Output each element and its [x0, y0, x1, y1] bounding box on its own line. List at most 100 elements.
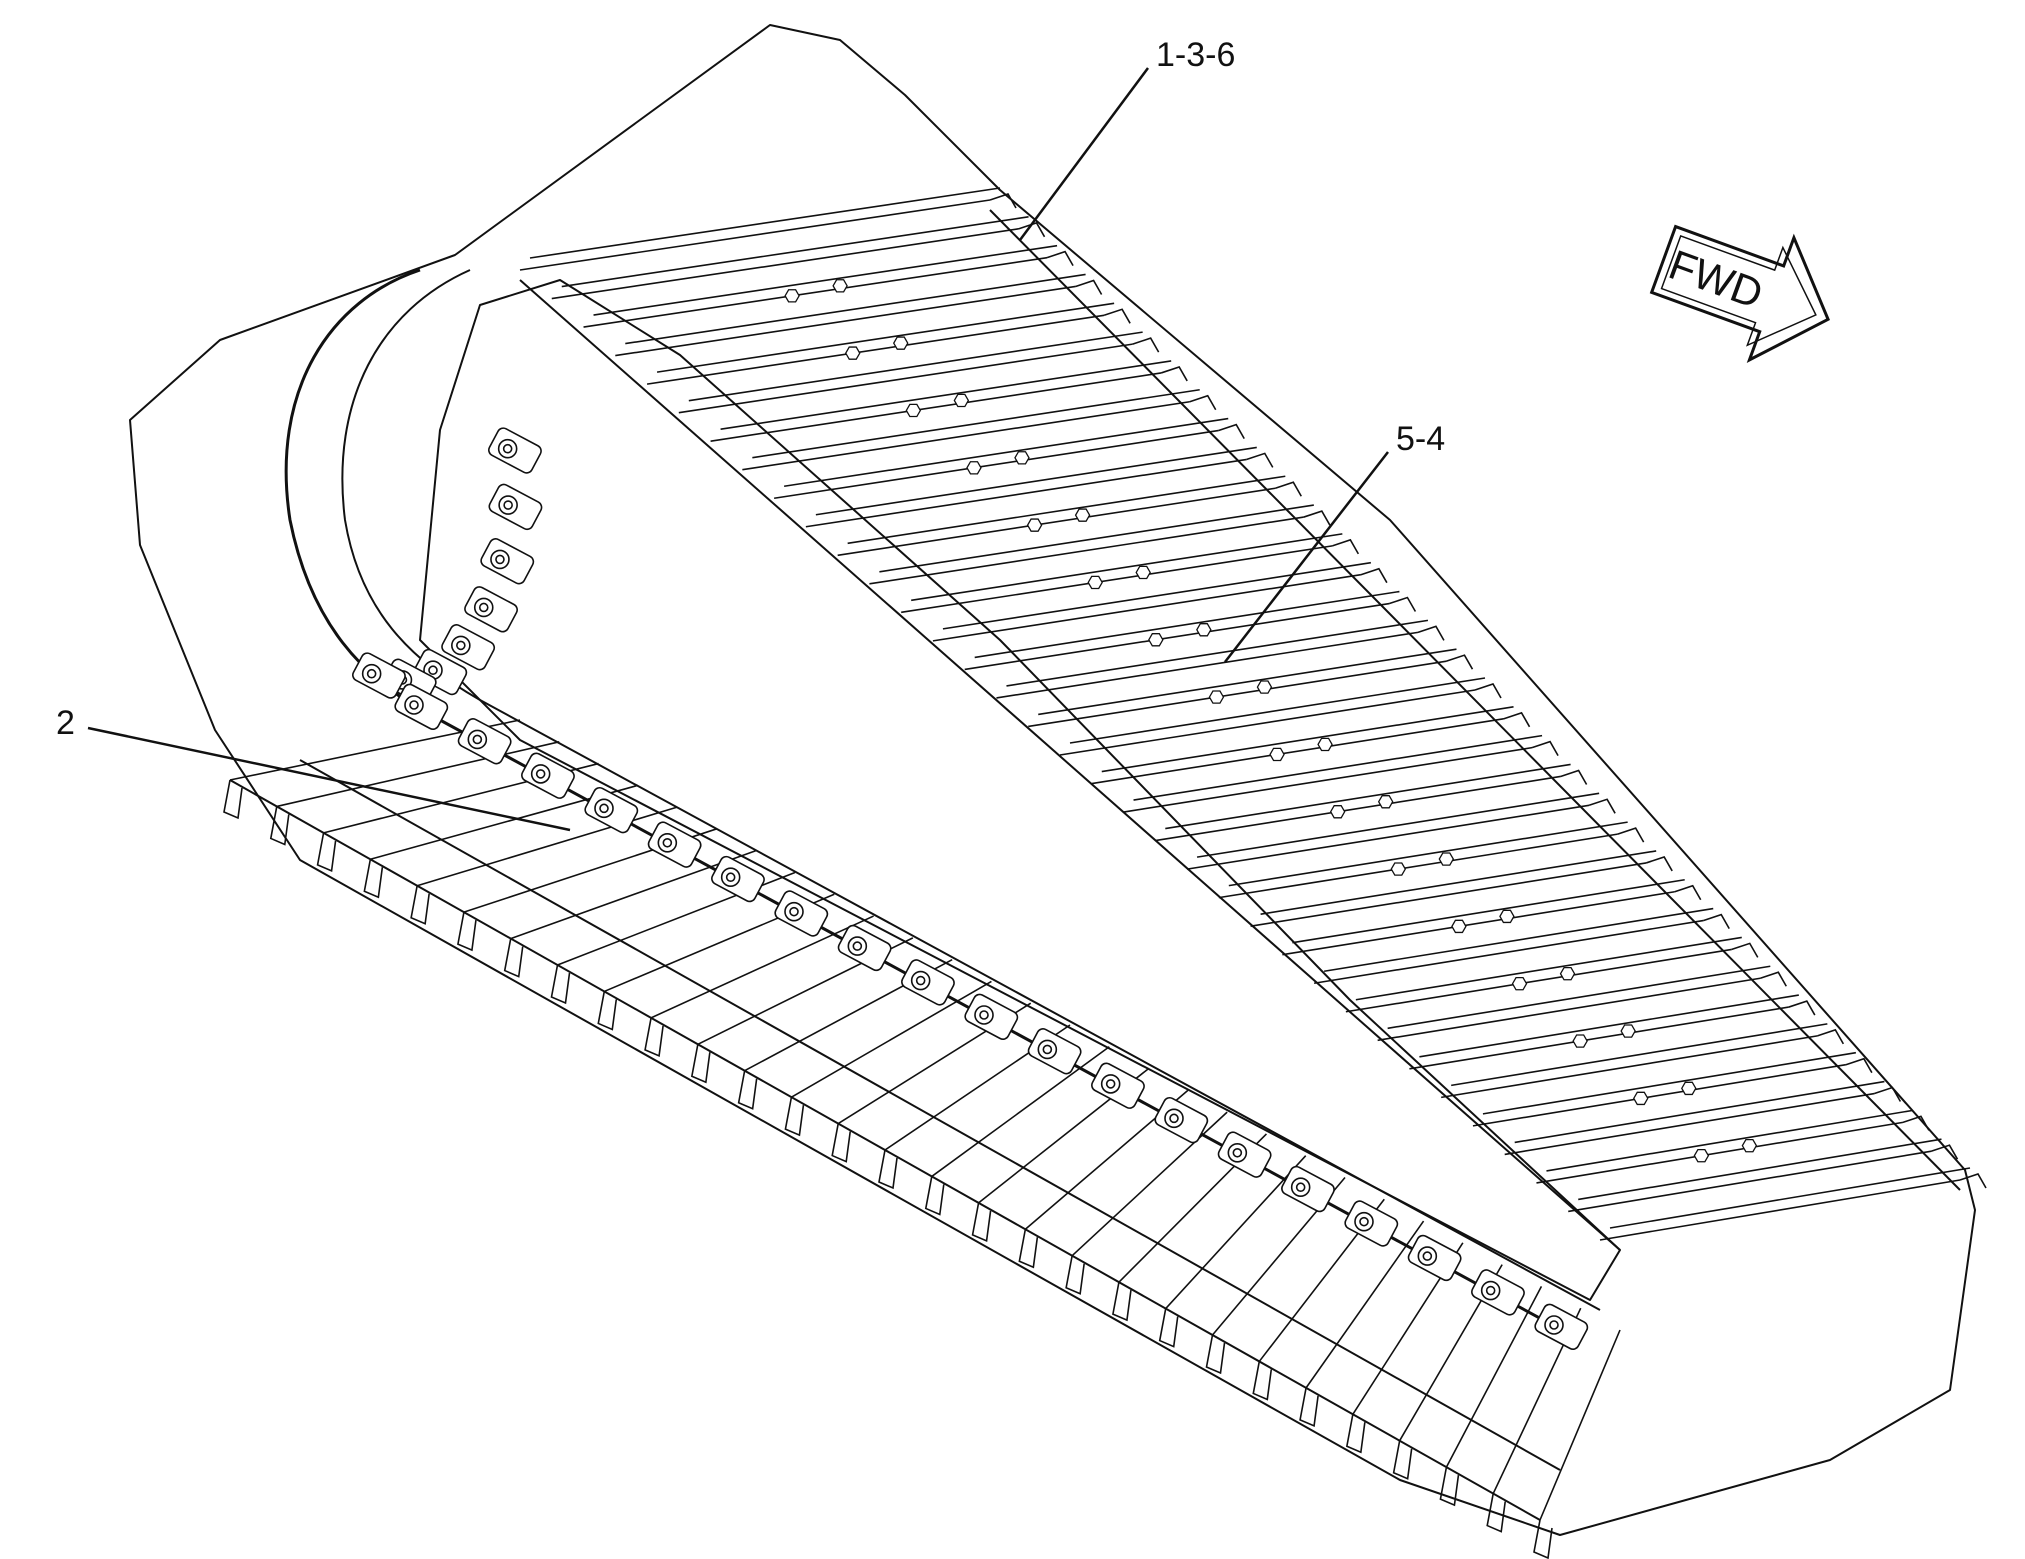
upper-shoe-plate: [996, 631, 1419, 699]
shoe-bolt-icon: [1074, 508, 1091, 522]
lower-shoe-grouser: [924, 1176, 945, 1216]
leader-line-c1: [1018, 67, 1150, 241]
shoe-bolt-icon: [1329, 805, 1346, 819]
upper-shoe-edge: [1018, 221, 1046, 238]
shoe-bolt-icon: [1026, 518, 1043, 532]
upper-shoe-edge: [1246, 452, 1274, 468]
shoe-bolt-icon: [1620, 1024, 1636, 1038]
upper-shoe-plate: [932, 573, 1362, 642]
upper-shoe-group: [519, 187, 1987, 1241]
lower-shoe-plate: [1445, 1286, 1543, 1468]
upper-shoe-edge: [1389, 596, 1417, 612]
track-pin-center: [503, 500, 513, 510]
upper-shoe-edge: [1588, 798, 1616, 814]
leader-lines: [87, 67, 1389, 832]
lower-shoe-plate: [1305, 1220, 1425, 1389]
upper-shoe-edge: [1874, 1086, 1902, 1102]
track-pin-center: [1042, 1044, 1053, 1055]
lower-shoe-grouser: [316, 832, 337, 873]
upper-shoe-edge: [1275, 481, 1302, 497]
upper-shoe-grouser: [593, 244, 1058, 316]
lower-shoe-grouser: [223, 779, 243, 820]
upper-shoe-plate: [869, 516, 1304, 585]
upper-shoe-edge: [1417, 625, 1445, 641]
upper-shoe-plate: [1186, 804, 1590, 870]
upper-shoe-edge: [1503, 711, 1531, 728]
track-pin-center: [1105, 1079, 1116, 1089]
lower-shoe-plate: [510, 849, 756, 940]
lower-shoe-grouser: [1018, 1229, 1039, 1269]
callout-label-c2: 5-4: [1396, 420, 1446, 458]
upper-shoe-grouser: [561, 216, 1029, 288]
upper-shoe-edge: [1160, 365, 1188, 382]
upper-shoe-plate: [583, 256, 1048, 328]
lower-shoe-grouser: [1392, 1440, 1413, 1480]
upper-shoe-plate: [964, 602, 1390, 671]
upper-shoe-plate: [1218, 833, 1618, 899]
shoe-bolt-icon: [1269, 747, 1285, 762]
shoe-bolt-icon: [1511, 976, 1528, 991]
lower-shoe-grouser: [971, 1202, 992, 1243]
track-pin-center: [789, 906, 799, 917]
track-pin-center: [366, 668, 377, 679]
upper-shoe-grouser: [625, 273, 1086, 345]
track-pin-center: [1359, 1216, 1369, 1227]
upper-shoe-grouser: [1228, 821, 1628, 887]
shoe-bolt-icon: [1438, 852, 1455, 866]
upper-shoe-plate: [1028, 660, 1447, 728]
upper-shoe-plate: [1313, 919, 1704, 985]
track-pin-center: [979, 1010, 989, 1020]
upper-shoe-edge: [1902, 1115, 1930, 1131]
upper-shoe-edge: [1788, 1000, 1816, 1016]
upper-shoe-grouser: [1292, 878, 1685, 944]
upper-shoe-plate: [805, 458, 1247, 528]
upper-shoe-plate: [1059, 689, 1476, 756]
upper-shoe-plate: [901, 545, 1333, 614]
track-pin-center: [478, 602, 489, 613]
shoe-bolt-icon: [1572, 1034, 1588, 1048]
upper-shoe-edge: [1959, 1173, 1987, 1189]
upper-shoe-plate: [1282, 890, 1675, 956]
direction-arrow-icon: FWD: [1649, 224, 1830, 363]
shoe-bolt-icon: [892, 336, 909, 350]
upper-shoe-plate: [1377, 977, 1761, 1042]
upper-shoe-grouser: [1387, 965, 1771, 1030]
lower-shoe-grouser: [410, 885, 430, 925]
leader-line-c2: [1224, 451, 1389, 663]
upper-shoe-edge: [1674, 884, 1702, 901]
shoe-bolt-icon: [1317, 737, 1333, 752]
upper-shoe-grouser: [1101, 706, 1514, 773]
upper-run-edge-2: [989, 209, 1961, 1191]
upper-shoe-grouser: [1260, 850, 1657, 915]
shoe-bolt-icon: [1390, 862, 1407, 876]
lower-shoe-grouser: [1252, 1361, 1273, 1401]
upper-shoe-edge: [1731, 942, 1759, 958]
upper-shoe-grouser: [1133, 734, 1543, 801]
track-pin-center: [472, 734, 483, 745]
lower-shoe-plate: [650, 915, 874, 1019]
lower-shoe-grouser: [1486, 1493, 1507, 1533]
upper-shoe-plate: [742, 400, 1190, 471]
upper-shoe-edge: [1217, 423, 1245, 439]
bolt-group: [784, 279, 1758, 1163]
lower-run-edge-2: [299, 759, 1561, 1471]
lower-shoe-grouser: [1065, 1255, 1085, 1295]
upper-shoe-plate: [1123, 746, 1533, 813]
lower-shoe-grouser: [878, 1149, 898, 1190]
upper-shoe-plate: [1091, 718, 1504, 785]
upper-shoe-grouser: [1419, 994, 1799, 1058]
shoe-bolt-icon: [1451, 919, 1467, 934]
upper-shoe-plate: [837, 487, 1276, 557]
upper-shoe-plate: [1441, 1035, 1818, 1099]
upper-shoe-edge: [1332, 538, 1360, 555]
upper-shoe-edge: [1531, 740, 1559, 757]
upper-shoe-grouser: [1451, 1023, 1828, 1087]
upper-shoe-grouser: [1069, 677, 1486, 744]
lower-shoe-grouser: [690, 1044, 711, 1084]
callout-label-c1: 1-3-6: [1156, 36, 1236, 74]
upper-shoe-grouser: [1196, 792, 1600, 858]
shoe-bolt-icon: [953, 393, 970, 408]
track-pin-center: [1485, 1285, 1496, 1296]
upper-shoe-plate: [1472, 1063, 1847, 1127]
upper-shoe-grouser: [1514, 1080, 1885, 1144]
